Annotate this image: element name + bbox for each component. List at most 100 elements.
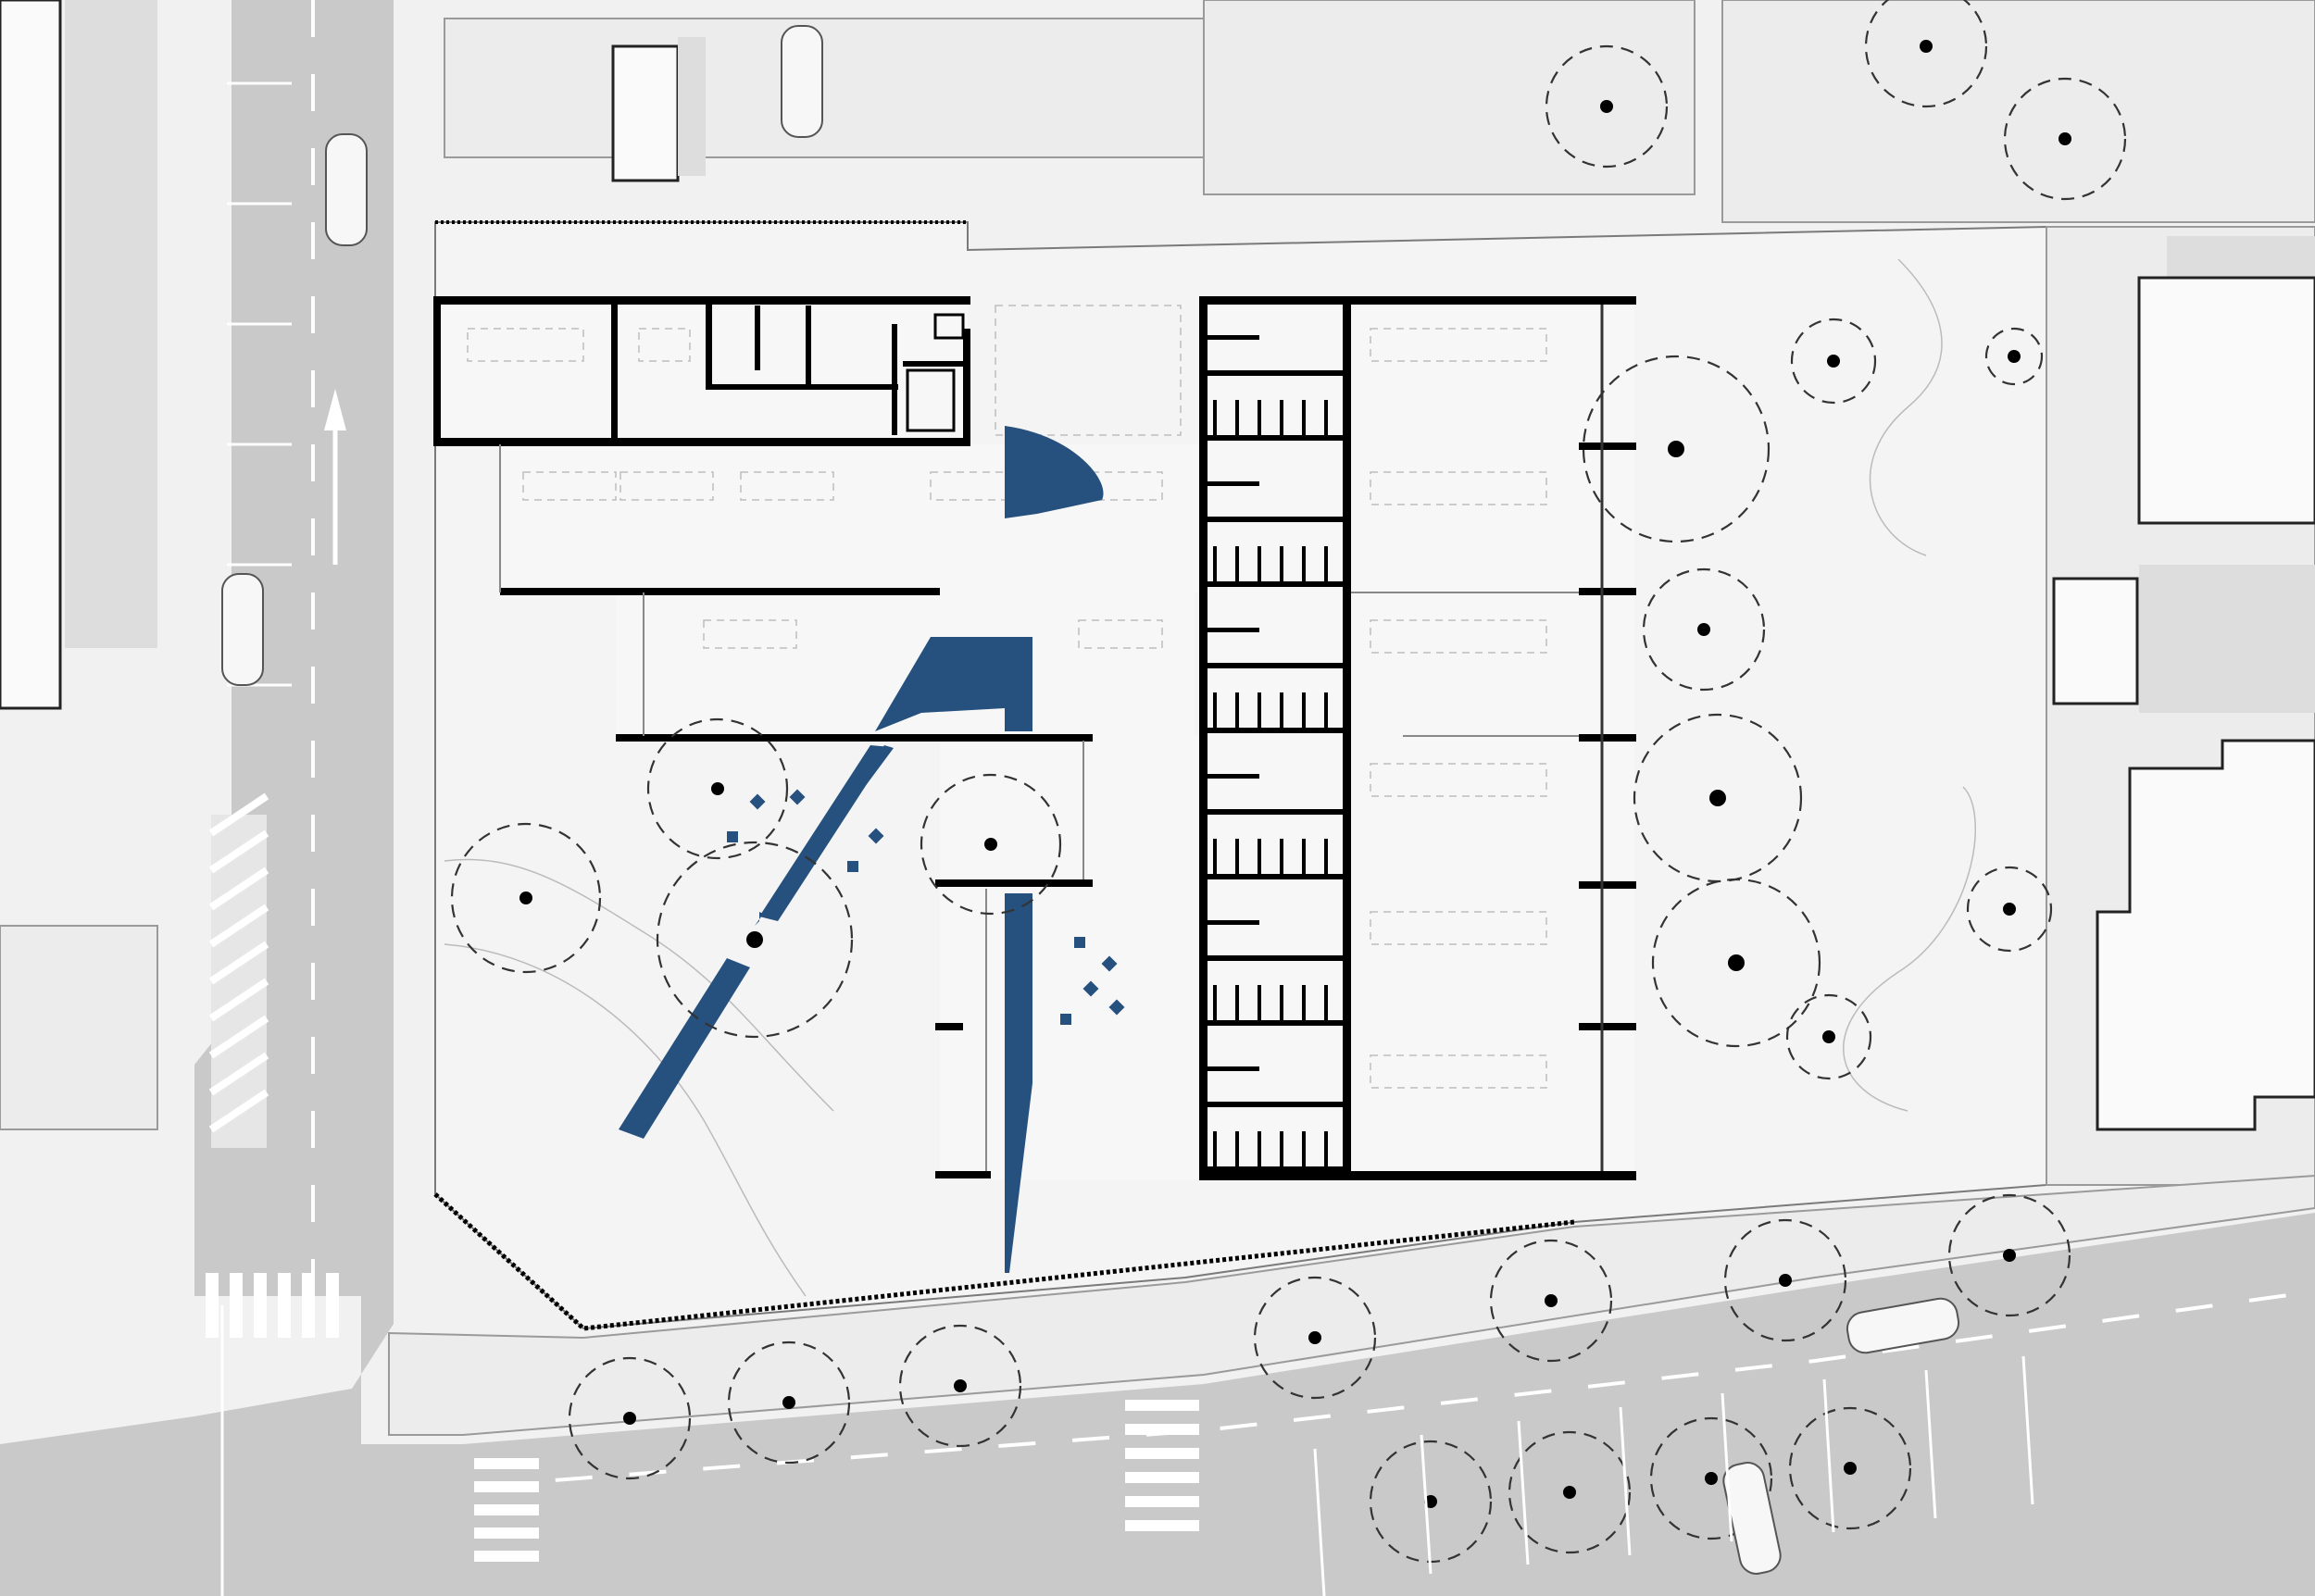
tree-canopy-icon <box>1947 1193 2071 1317</box>
stall-partition <box>1213 546 1217 581</box>
stall-partition <box>1235 692 1239 728</box>
room-wall <box>1204 1166 1345 1172</box>
stall-partition <box>1213 1131 1217 1166</box>
tree-canopy-icon <box>2003 77 2127 201</box>
tree-canopy-icon <box>1785 993 1872 1080</box>
tree-canopy-icon <box>656 841 854 1039</box>
tree-canopy-icon <box>568 1356 692 1480</box>
tree-canopy-icon <box>1790 318 1877 405</box>
stall-partition <box>1213 400 1217 435</box>
room-wall <box>1204 955 1345 961</box>
stall-partition <box>1280 985 1283 1020</box>
room-wall <box>1204 335 1259 340</box>
stall-partition <box>1302 1131 1306 1166</box>
stall-partition <box>1258 1131 1261 1166</box>
stall-partition <box>1258 546 1261 581</box>
stall-partition <box>1324 400 1328 435</box>
room-wall <box>1204 663 1345 668</box>
tree-canopy-icon <box>1864 0 1988 108</box>
dormitory-room-column <box>1204 335 1345 1172</box>
stall-partition <box>1302 400 1306 435</box>
north-neighbor-lots <box>444 0 2315 223</box>
room-wall <box>1204 809 1345 815</box>
crosswalk-south <box>474 1458 539 1562</box>
stall-partition <box>1235 985 1239 1020</box>
tree-canopy-icon <box>1788 1406 1912 1530</box>
stall-partition <box>1324 692 1328 728</box>
stall-partition <box>1302 546 1306 581</box>
ramp-south <box>1005 893 1032 1273</box>
car-icon <box>781 25 823 138</box>
stall-partition <box>1213 839 1217 874</box>
kiosk-building <box>611 44 680 182</box>
amphitheater-steps <box>1005 426 1104 518</box>
tree-canopy-icon <box>1649 1416 1773 1540</box>
stall-partition <box>1280 400 1283 435</box>
room-wall <box>1204 920 1259 925</box>
direction-arrow-icon <box>324 389 346 565</box>
terrain-contours <box>444 258 1976 1297</box>
ramp-diagonal-lower <box>759 745 891 921</box>
stall-partition <box>1258 985 1261 1020</box>
tree-canopy-icon <box>920 773 1062 916</box>
neighbor-building-west <box>0 0 157 710</box>
room-wall <box>1204 435 1345 441</box>
ramp-north <box>875 637 1032 731</box>
room-wall <box>1204 517 1345 522</box>
room-wall <box>1204 1020 1345 1026</box>
tree-canopy-icon <box>1966 866 2053 953</box>
tree-canopy-icon <box>1253 1276 1377 1400</box>
tree-canopy-icon <box>1723 1218 1847 1342</box>
blue-accent-elements <box>619 426 1125 1273</box>
room-wall <box>1204 1102 1345 1107</box>
east-building-3 <box>2096 739 2315 1131</box>
stall-partition <box>1280 692 1283 728</box>
stall-partition <box>1213 692 1217 728</box>
stall-partition <box>1280 546 1283 581</box>
room-wall <box>1204 874 1345 879</box>
crosswalk-north <box>206 1273 339 1338</box>
room-wall <box>1204 628 1259 632</box>
tree-canopy-icon <box>1651 878 1821 1048</box>
room-wall <box>1204 774 1259 779</box>
ramp-southwest <box>619 958 750 1139</box>
tree-canopy-icon <box>1642 567 1766 692</box>
stall-partition <box>1302 839 1306 874</box>
room-wall <box>1204 581 1345 587</box>
stall-partition <box>1258 692 1261 728</box>
tree-canopy-icon <box>727 1340 851 1465</box>
wall-segment <box>433 296 970 305</box>
stall-partition <box>1258 839 1261 874</box>
stall-partition <box>1324 985 1328 1020</box>
stall-partition <box>1280 839 1283 874</box>
tree-canopy-icon <box>646 717 789 860</box>
stall-partition <box>1235 400 1239 435</box>
tree-canopy-icon <box>1545 44 1669 168</box>
hatched-median <box>208 792 269 1148</box>
parking-bays-south <box>1313 1355 2034 1596</box>
stall-partition <box>1302 692 1306 728</box>
car-icon <box>1846 1297 1960 1354</box>
car-icon <box>221 573 264 686</box>
tree-canopy-icon <box>898 1324 1022 1448</box>
car-icon <box>325 133 368 246</box>
stall-partition <box>1235 546 1239 581</box>
stall-partition <box>1324 839 1328 874</box>
room-wall <box>1204 1066 1259 1071</box>
car-icon <box>1722 1462 1782 1575</box>
main-building <box>433 296 1636 1182</box>
street-parking-left <box>227 81 292 687</box>
horizontal-road-lane <box>481 1290 2315 1488</box>
stall-partition <box>1302 985 1306 1020</box>
east-neighbor-buildings <box>2046 226 2315 1186</box>
sidewalk-west <box>0 925 158 1130</box>
stall-partition <box>1258 400 1261 435</box>
stall-partition <box>1324 546 1328 581</box>
tree-canopy-icon <box>1508 1430 1632 1554</box>
cars <box>221 25 1960 1575</box>
room-wall <box>1204 370 1345 376</box>
stall-partition <box>1213 985 1217 1020</box>
room-wall <box>1204 728 1345 733</box>
room-wall <box>1204 481 1259 486</box>
